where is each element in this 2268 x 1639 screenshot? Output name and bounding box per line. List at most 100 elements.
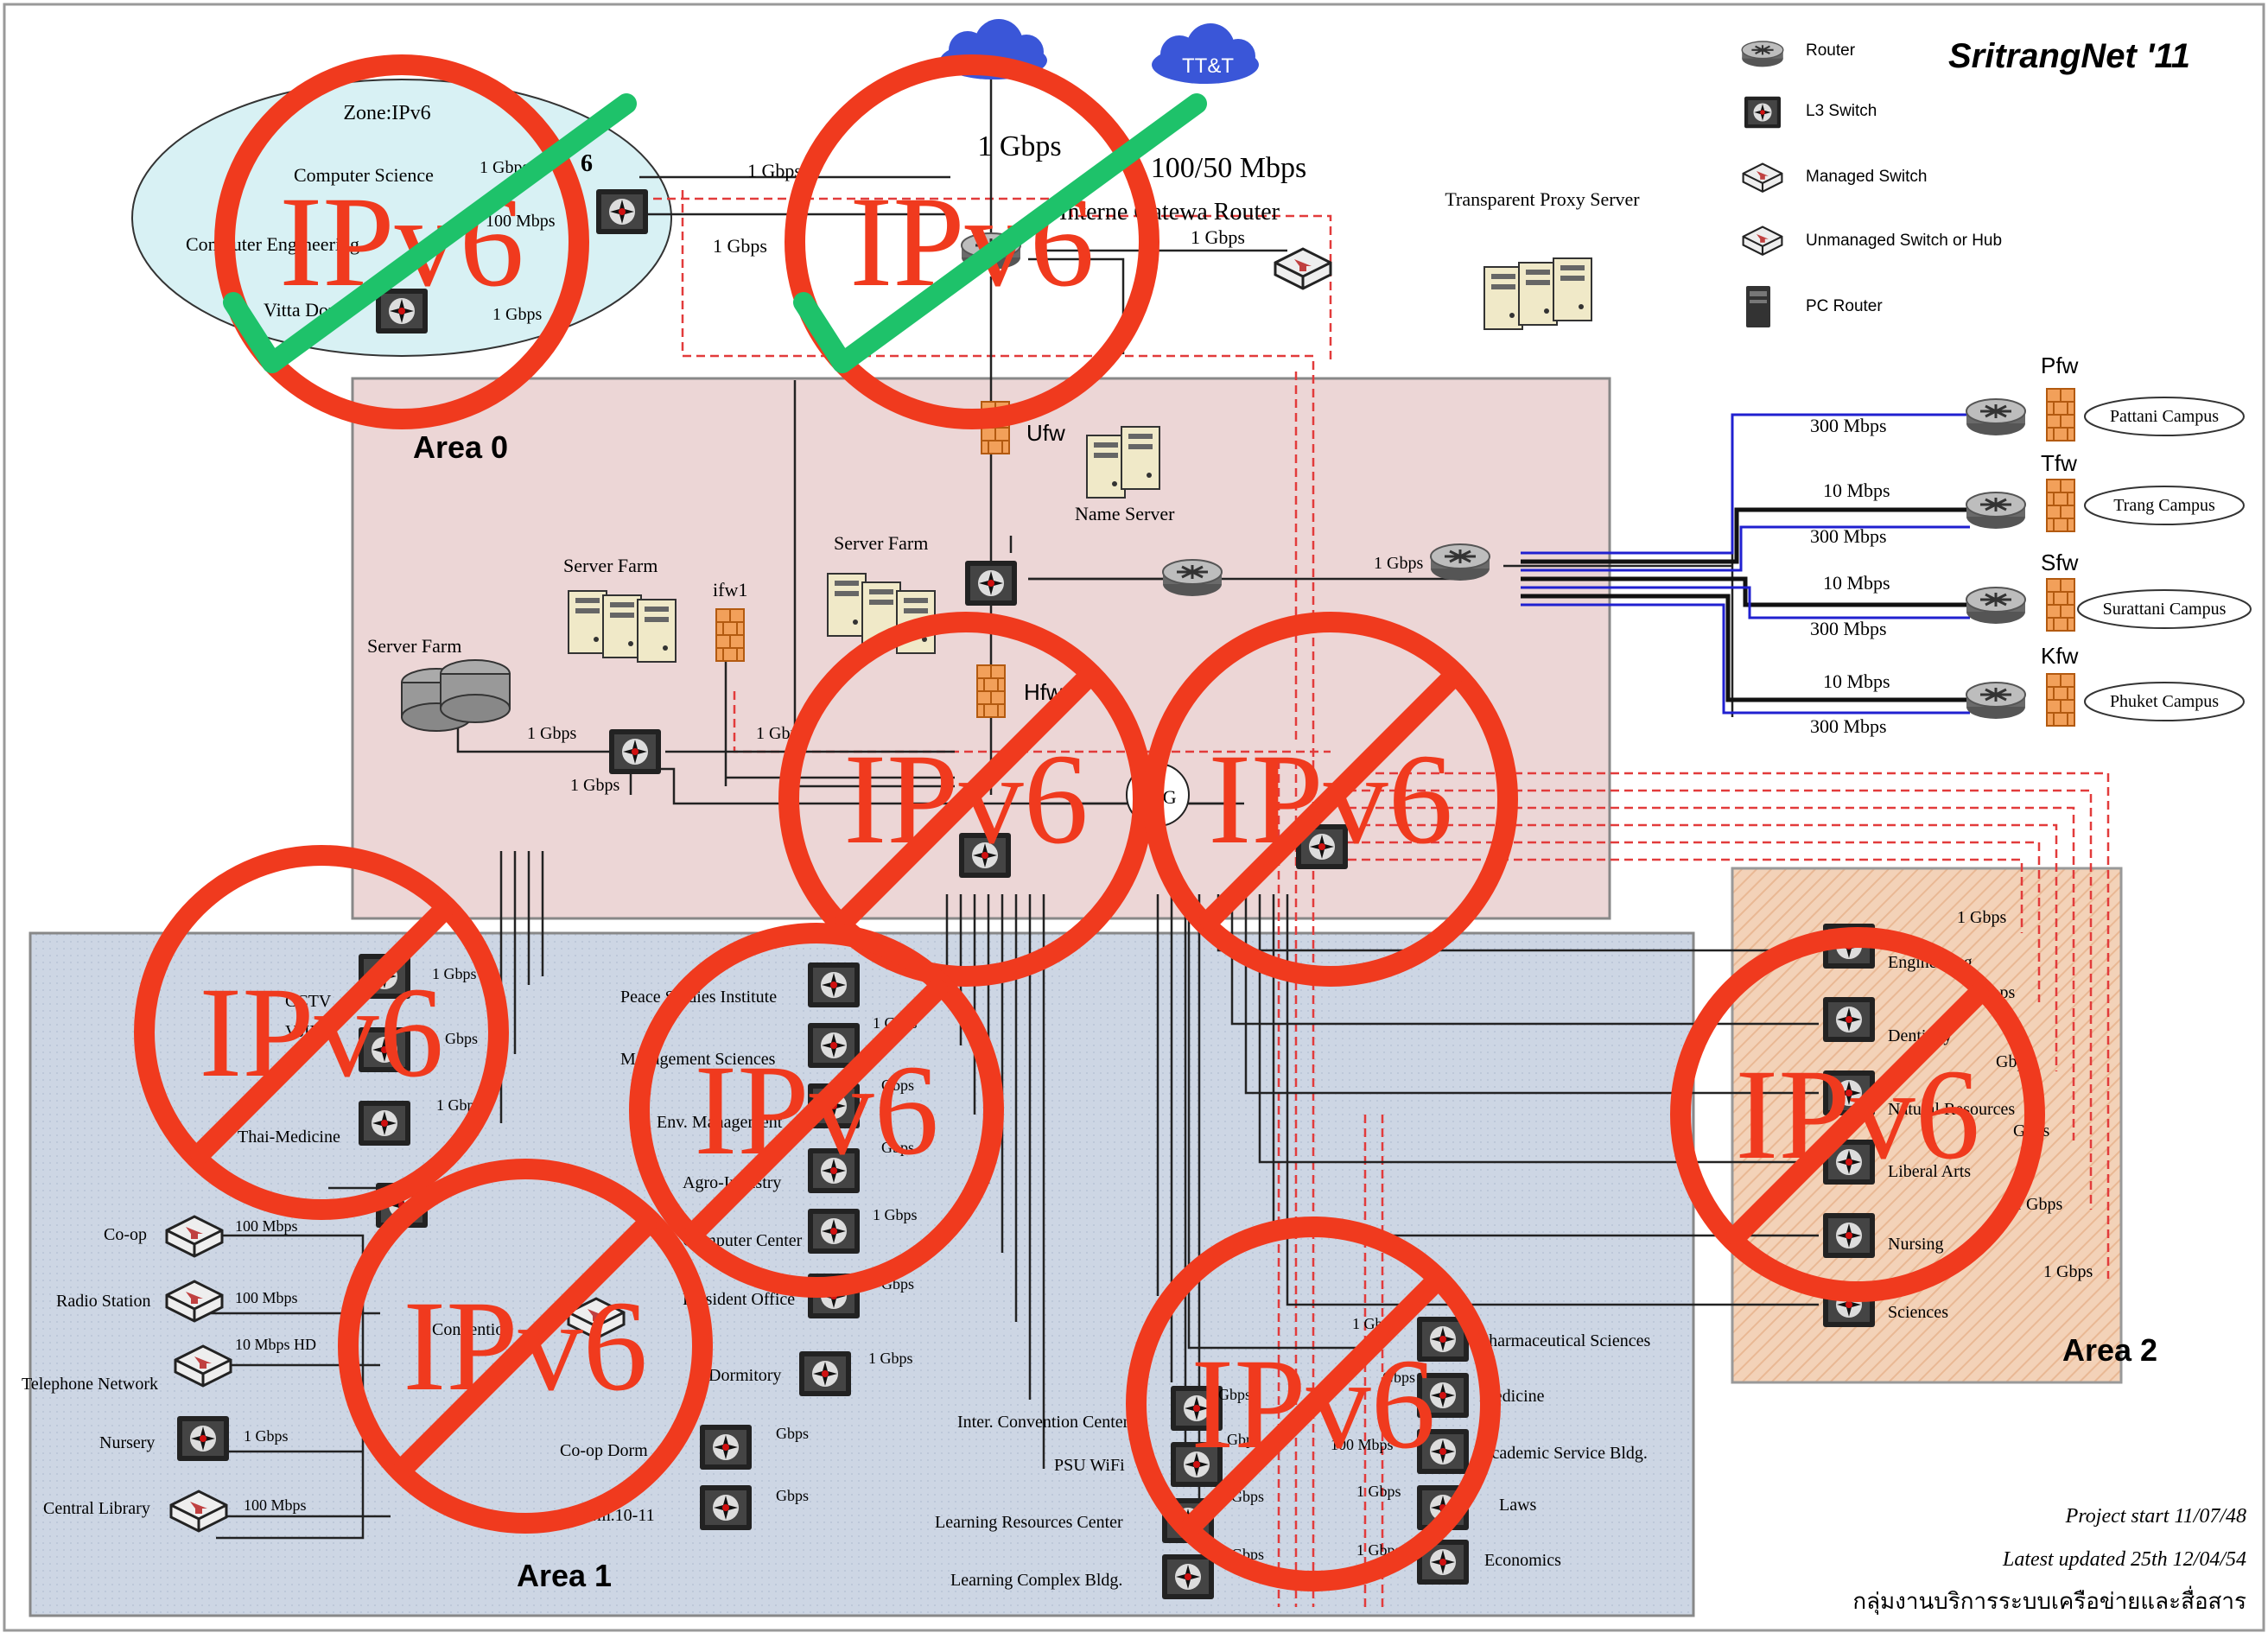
ipv6-slash-mark (394, 1215, 657, 1477)
area2-speed-nursing: 1 Gbps (2013, 1195, 2062, 1214)
a1-speed-agro: Gbps (881, 1139, 914, 1156)
ipv6-slash-mark (1726, 983, 1989, 1246)
a1-coop-dorm: Co-op Dorm (560, 1441, 648, 1460)
zone-link-speed-2: 1 Gbps (713, 235, 767, 257)
name-server-label: Name Server (1075, 503, 1175, 524)
area2-liberal-arts: Liberal Arts (1888, 1162, 1971, 1181)
area2-nursing: Nursing (1888, 1235, 1943, 1254)
ipv6-mark-label: IPv6 (849, 170, 1094, 314)
ipv6-mark: IPv6 (1126, 1217, 1501, 1591)
zone-item-cs: Computer Science (294, 164, 434, 186)
ipv6-mark-ring (214, 54, 589, 429)
a1-speed-coop-dorm: Gbps (776, 1425, 809, 1442)
a1-convention: Convention (432, 1320, 512, 1339)
ipv6-mark-ring (338, 1159, 713, 1534)
a1-thai-medicine: Thai-Medicine (238, 1128, 340, 1147)
a1-learning-complex: Learning Complex Bldg. (950, 1571, 1122, 1590)
campus-fw-surattani: Sfw (2041, 550, 2079, 575)
internet-speed: 1 Gbps (977, 130, 1061, 162)
area0-speed-1: 1 Gbps (527, 724, 576, 743)
area-0-box (351, 377, 1611, 920)
ufw-label: Ufw (1026, 420, 1065, 446)
a1-speed-dorm1011: Gbps (776, 1487, 809, 1504)
campus-links (1521, 413, 1970, 715)
zone-speed-4: 6 (581, 150, 593, 177)
zone-title: Zone:IPv6 (343, 102, 430, 124)
a1-coop: Co-op (104, 1225, 147, 1244)
a1-speed-academic: 100 Mbps (1331, 1436, 1394, 1453)
campus-trang: Trang Campus (2113, 496, 2215, 515)
legend-l3-switch: L3 Switch (1806, 102, 1877, 120)
a1-cctv: CCTV (285, 992, 332, 1011)
a1-speed-inter: Gbps (1218, 1386, 1251, 1403)
campus-speed-trang-2: 300 Mbps (1810, 525, 1887, 547)
campus-speed-surattani: 10 Mbps (1823, 572, 1890, 594)
a1-economics: Economics (1484, 1551, 1561, 1570)
area2-natural-resources: Natural Resources (1888, 1100, 2015, 1119)
server-farm-db (401, 659, 511, 732)
campus-fw-trang: Tfw (2041, 450, 2077, 476)
ipv6-mark-ring (1670, 927, 2045, 1302)
a1-speed-psu: Gbps (1227, 1431, 1260, 1448)
campus-fw-pattani: Pfw (2041, 353, 2079, 378)
ipv6-mark-ring (1126, 1217, 1501, 1591)
campus-speed-phuket: 10 Mbps (1823, 670, 1890, 692)
ipv6-slash-mark (1182, 1273, 1445, 1535)
ipv6-mark-ring (134, 845, 509, 1220)
a1-president: President Office (683, 1290, 795, 1309)
legend-pc-router: PC Router (1806, 297, 1883, 315)
a1-speed-env: Gbps (881, 1077, 914, 1094)
campus-speed-trang: 10 Mbps (1823, 480, 1890, 501)
cloud-label-ttt: TT&T (1182, 54, 1234, 78)
org-name: กลุ่มงานบริการระบบเครือข่ายและสื่อสาร (1852, 1585, 2246, 1615)
legend-unmanaged-switch: Unmanaged Switch or Hub (1806, 232, 2002, 250)
a1-speed-cctv: 1 Gbps (432, 965, 477, 982)
ipv6-check-mark (223, 93, 637, 373)
legend: Router L3 Switch Managed Switch Unmanage… (1741, 40, 2002, 327)
a1-speed-medicine: Gbps (1382, 1369, 1415, 1386)
ipv6-slash-mark (190, 901, 453, 1164)
ipv6-mark: IPv6 (1143, 612, 1518, 987)
a1-speed-coop: 100 Mbps (235, 1217, 298, 1235)
server-farm-3: Server Farm (367, 635, 461, 657)
a1-speed-nursery: 1 Gbps (244, 1427, 289, 1445)
a1-telephone: Telephone Network (22, 1375, 158, 1394)
a1-peace: Peace Studies Institute (620, 988, 777, 1007)
area0-speed-4: 1 Gbps (1374, 554, 1423, 573)
area-2-label: Area 2 (2062, 1332, 2157, 1368)
ipv6-mark: IPv6 (338, 1159, 713, 1534)
campus-labels: Pfw Tfw Sfw Kfw Pattani Campus Trang Cam… (1810, 353, 2252, 737)
a1-dormitory: Dormitory (708, 1366, 781, 1385)
campus-surattani: Surattani Campus (2103, 600, 2227, 619)
ipv6-slash-mark (685, 979, 948, 1242)
ifw1-label: ifw1 (713, 579, 747, 600)
ipv6-mark-label: IPv6 (279, 170, 524, 314)
campus-speed-phuket-2: 300 Mbps (1810, 715, 1887, 737)
ipv6-mark: IPv6 (1670, 927, 2045, 1302)
ipv6-slash-mark (835, 668, 1097, 931)
ipv6-mark-ring (1143, 612, 1518, 987)
proxy-link-speed: 1 Gbps (1191, 226, 1245, 248)
a1-speed-voip: Gbps (445, 1030, 478, 1047)
a1-radio: Radio Station (56, 1292, 150, 1311)
a1-laws: Laws (1499, 1496, 1537, 1515)
campus-pattani: Pattani Campus (2110, 407, 2219, 426)
ipv6-mark: IPv6 (785, 54, 1207, 429)
a1-env: Env. Management (657, 1113, 783, 1132)
legend-router: Router (1806, 41, 1856, 60)
legend-managed-switch: Managed Switch (1806, 168, 1927, 186)
area0-speed-2: 1 Gbps (570, 776, 619, 795)
server-farm-2: Server Farm (834, 532, 928, 554)
a1-speed-radio: 100 Mbps (235, 1289, 298, 1306)
a1-speed-telephone: 10 Mbps HD (235, 1336, 316, 1353)
a1-academic: Academic Service Bldg. (1479, 1444, 1648, 1463)
zone-link-speed: 1 Gbps (747, 160, 802, 181)
ipv6-slash-mark (1199, 668, 1462, 931)
zone-speed-2: 100 Mbps (486, 212, 556, 231)
area2-sciences: Sciences (1888, 1303, 1948, 1322)
ipv6-mark: IPv6 (214, 54, 637, 429)
campus-fw-phuket: Kfw (2041, 643, 2079, 669)
a1-speed-laws: 1 Gbps (1356, 1483, 1401, 1500)
